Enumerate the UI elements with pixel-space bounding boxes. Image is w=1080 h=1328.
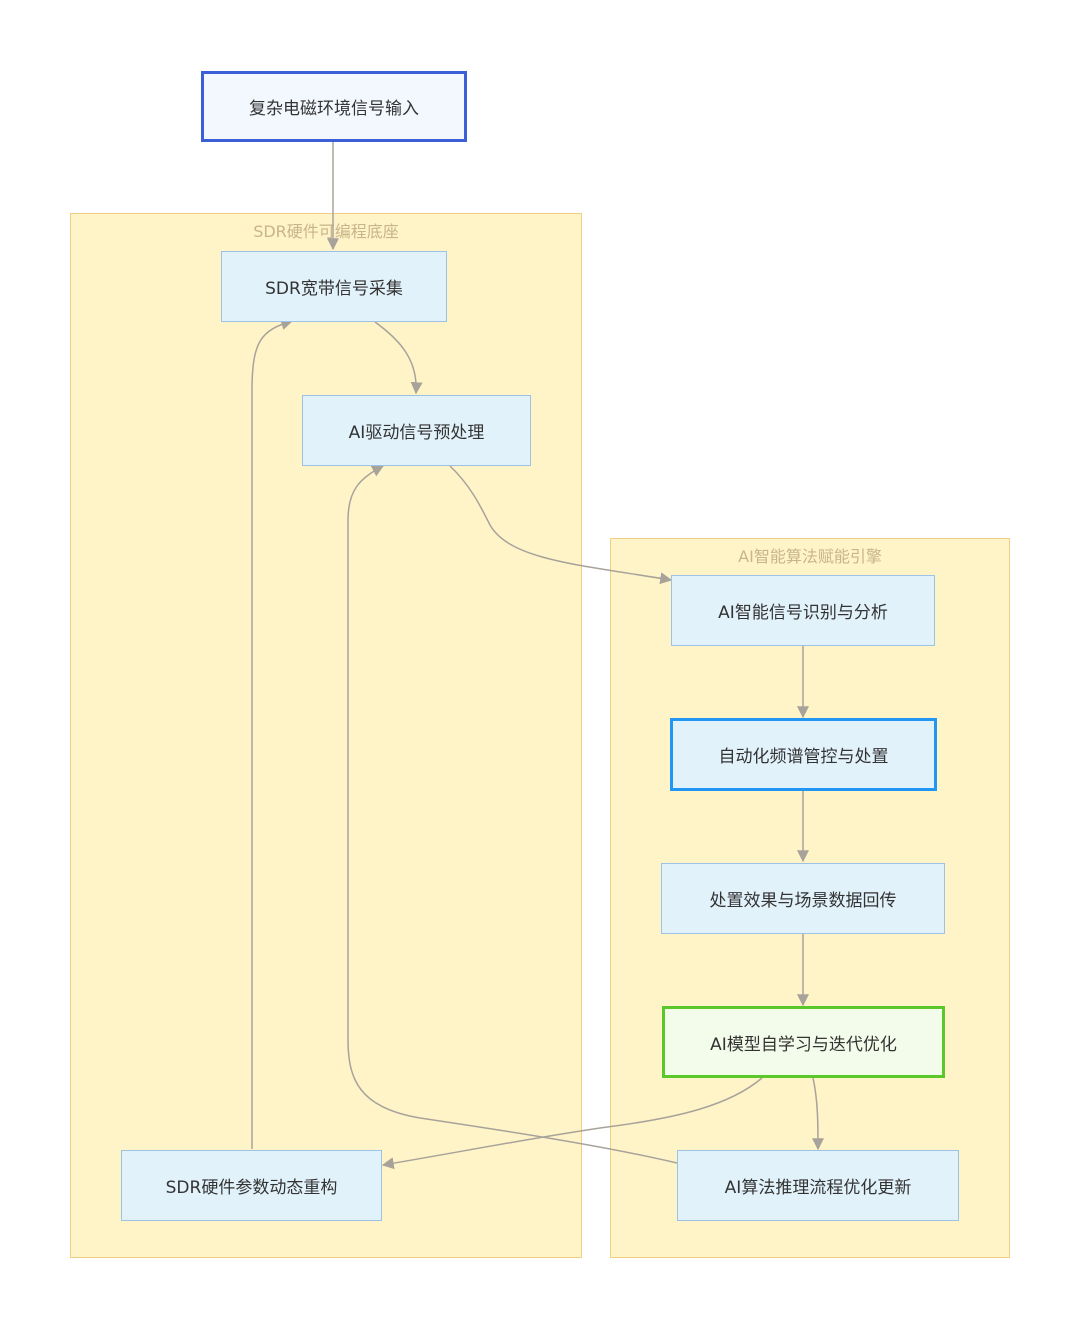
node-ai-identify-label: AI智能信号识别与分析: [718, 603, 888, 623]
cluster-ai-label: AI智能算法赋能引擎: [738, 547, 882, 566]
node-sdr-capture-label: SDR宽带信号采集: [265, 279, 403, 299]
node-feedback: 处置效果与场景数据回传: [661, 863, 945, 934]
node-sdr-reconfig-label: SDR硬件参数动态重构: [165, 1178, 338, 1198]
node-signal-input: 复杂电磁环境信号输入: [201, 71, 467, 142]
node-ai-preprocess-label: AI驱动信号预处理: [348, 423, 485, 443]
node-sdr-capture: SDR宽带信号采集: [221, 251, 447, 322]
node-sdr-reconfig: SDR硬件参数动态重构: [121, 1150, 382, 1221]
node-auto-control-label: 自动化频谱管控与处置: [718, 747, 889, 767]
node-ai-preprocess: AI驱动信号预处理: [302, 395, 531, 466]
node-ai-update-label: AI算法推理流程优化更新: [724, 1178, 912, 1198]
cluster-sdr-label: SDR硬件可编程底座: [253, 222, 399, 241]
node-ai-update: AI算法推理流程优化更新: [677, 1150, 959, 1221]
node-signal-input-label: 复杂电磁环境信号输入: [249, 99, 419, 119]
node-ai-identify: AI智能信号识别与分析: [671, 575, 935, 646]
node-ai-selflearn: AI模型自学习与迭代优化: [662, 1006, 945, 1078]
node-feedback-label: 处置效果与场景数据回传: [709, 891, 897, 911]
node-ai-selflearn-label: AI模型自学习与迭代优化: [710, 1034, 897, 1055]
cluster-sdr-base: SDR硬件可编程底座: [70, 213, 582, 1258]
node-auto-control: 自动化频谱管控与处置: [670, 718, 937, 791]
